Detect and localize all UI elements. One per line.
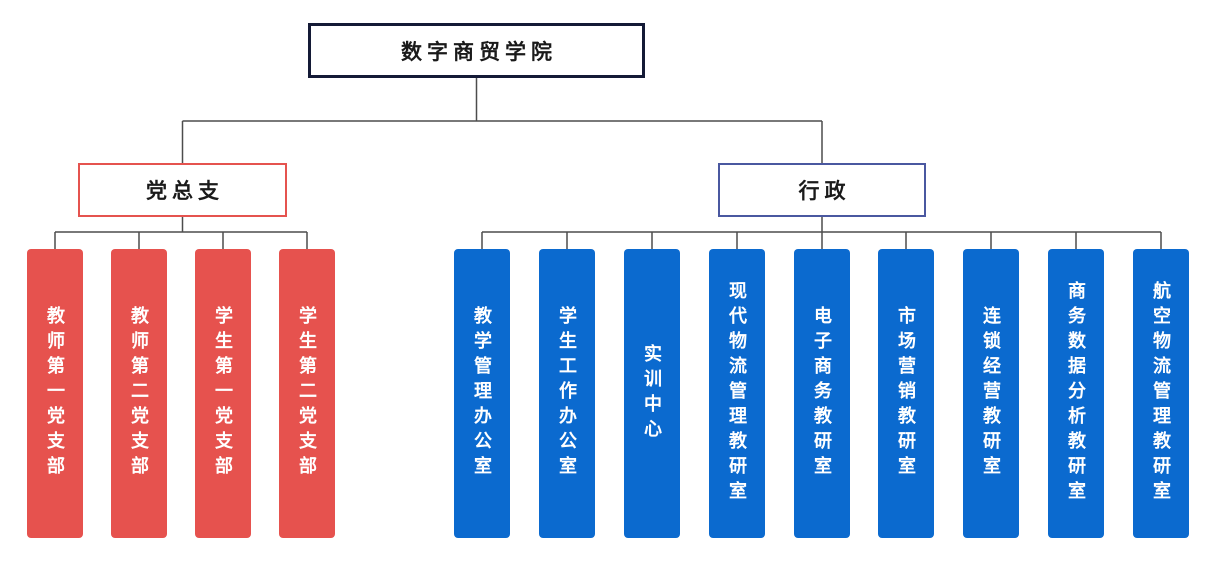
leaf-aviation-logistics-management-teaching-office: 航空物流管理教研室: [1133, 249, 1189, 538]
leaf-ecommerce-teaching-office: 电子商务教研室: [794, 249, 850, 538]
root-node-college: 数字商贸学院: [308, 23, 645, 78]
leaf-teaching-management-office: 教学管理办公室: [454, 249, 510, 538]
leaf-label: 实训中心: [642, 343, 662, 444]
leaf-business-data-analysis-teaching-office: 商务数据分析教研室: [1048, 249, 1104, 538]
leaf-label: 学生第一党支部: [213, 306, 233, 481]
connector-paths: [54, 78, 1162, 249]
leaf-label: 学生工作办公室: [557, 306, 577, 481]
leaf-modern-logistics-management-teaching-office: 现代物流管理教研室: [709, 249, 765, 538]
leaf-label: 商务数据分析教研室: [1066, 281, 1086, 506]
leaf-students-first-party-branch: 学生第一党支部: [195, 249, 251, 538]
leaf-chain-operation-teaching-office: 连锁经营教研室: [963, 249, 1019, 538]
leaf-marketing-teaching-office: 市场营销教研室: [878, 249, 934, 538]
leaf-label: 电子商务教研室: [812, 306, 832, 481]
leaf-student-affairs-office: 学生工作办公室: [539, 249, 595, 538]
branch-node-party-general-branch: 党总支: [78, 163, 287, 217]
leaf-label: 市场营销教研室: [896, 306, 916, 481]
leaf-label: 学生第二党支部: [297, 306, 317, 481]
leaf-label: 航空物流管理教研室: [1151, 281, 1171, 506]
leaf-label: 教学管理办公室: [472, 306, 492, 481]
leaf-training-center: 实训中心: [624, 249, 680, 538]
leaf-teachers-second-party-branch: 教师第二党支部: [111, 249, 167, 538]
leaf-label: 现代物流管理教研室: [727, 281, 747, 506]
branch-node-administration: 行政: [718, 163, 926, 217]
leaf-label: 连锁经营教研室: [981, 306, 1001, 481]
leaf-label: 教师第一党支部: [45, 306, 65, 481]
leaf-students-second-party-branch: 学生第二党支部: [279, 249, 335, 538]
leaf-label: 教师第二党支部: [129, 306, 149, 481]
leaf-teachers-first-party-branch: 教师第一党支部: [27, 249, 83, 538]
